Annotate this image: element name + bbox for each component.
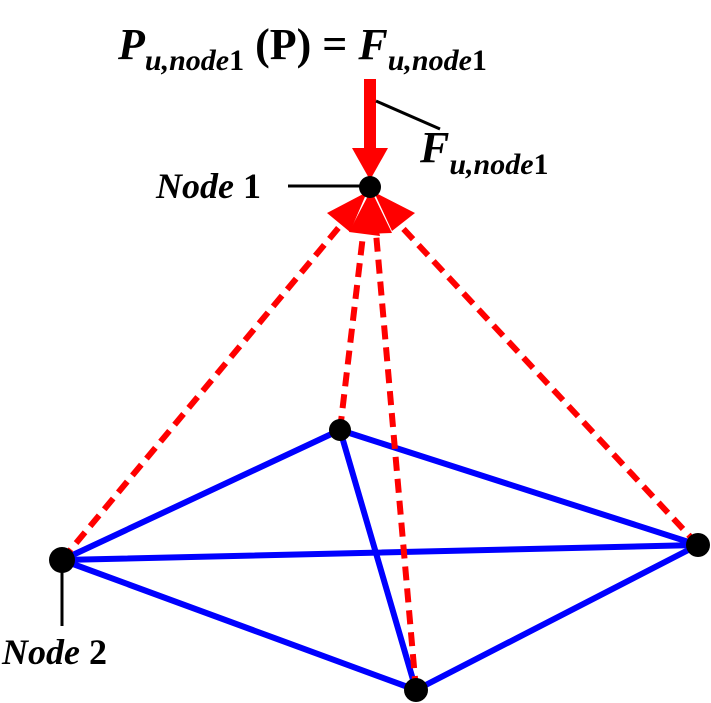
load-paths [59,205,701,691]
arrowhead-center-right [365,192,392,234]
arrowhead-right [374,192,415,231]
member-back-front [337,427,419,693]
node-front [404,678,428,702]
nodes [49,176,710,702]
support-members [59,427,701,693]
force-arrow-shaft [364,79,376,149]
member-front-right [413,542,701,693]
member-node2-right [59,542,701,563]
equation-label: Pu,node1 (P) = Fu,node1 [117,20,487,77]
load-path-right [381,205,701,548]
load-path-front [371,209,419,691]
node2-label: Node 2 [1,632,107,672]
load-path-back [337,209,369,431]
leader-force-label [375,99,441,131]
arrowhead-left [327,192,367,232]
node1-label: Node 1 [155,166,261,206]
node-back [329,419,351,441]
node-right [686,533,710,557]
load-path-node2 [59,206,358,562]
force-label: Fu,node1 [419,123,549,181]
leader-lines [60,99,441,626]
force-arrow-head [352,148,388,180]
member-node2-back [59,427,343,563]
applied-force-arrow [352,79,388,180]
node-1 [359,176,381,198]
member-back-right [337,427,701,548]
node-2 [49,547,75,573]
load-path-arrowheads [327,192,415,236]
member-node2-front [59,557,419,693]
